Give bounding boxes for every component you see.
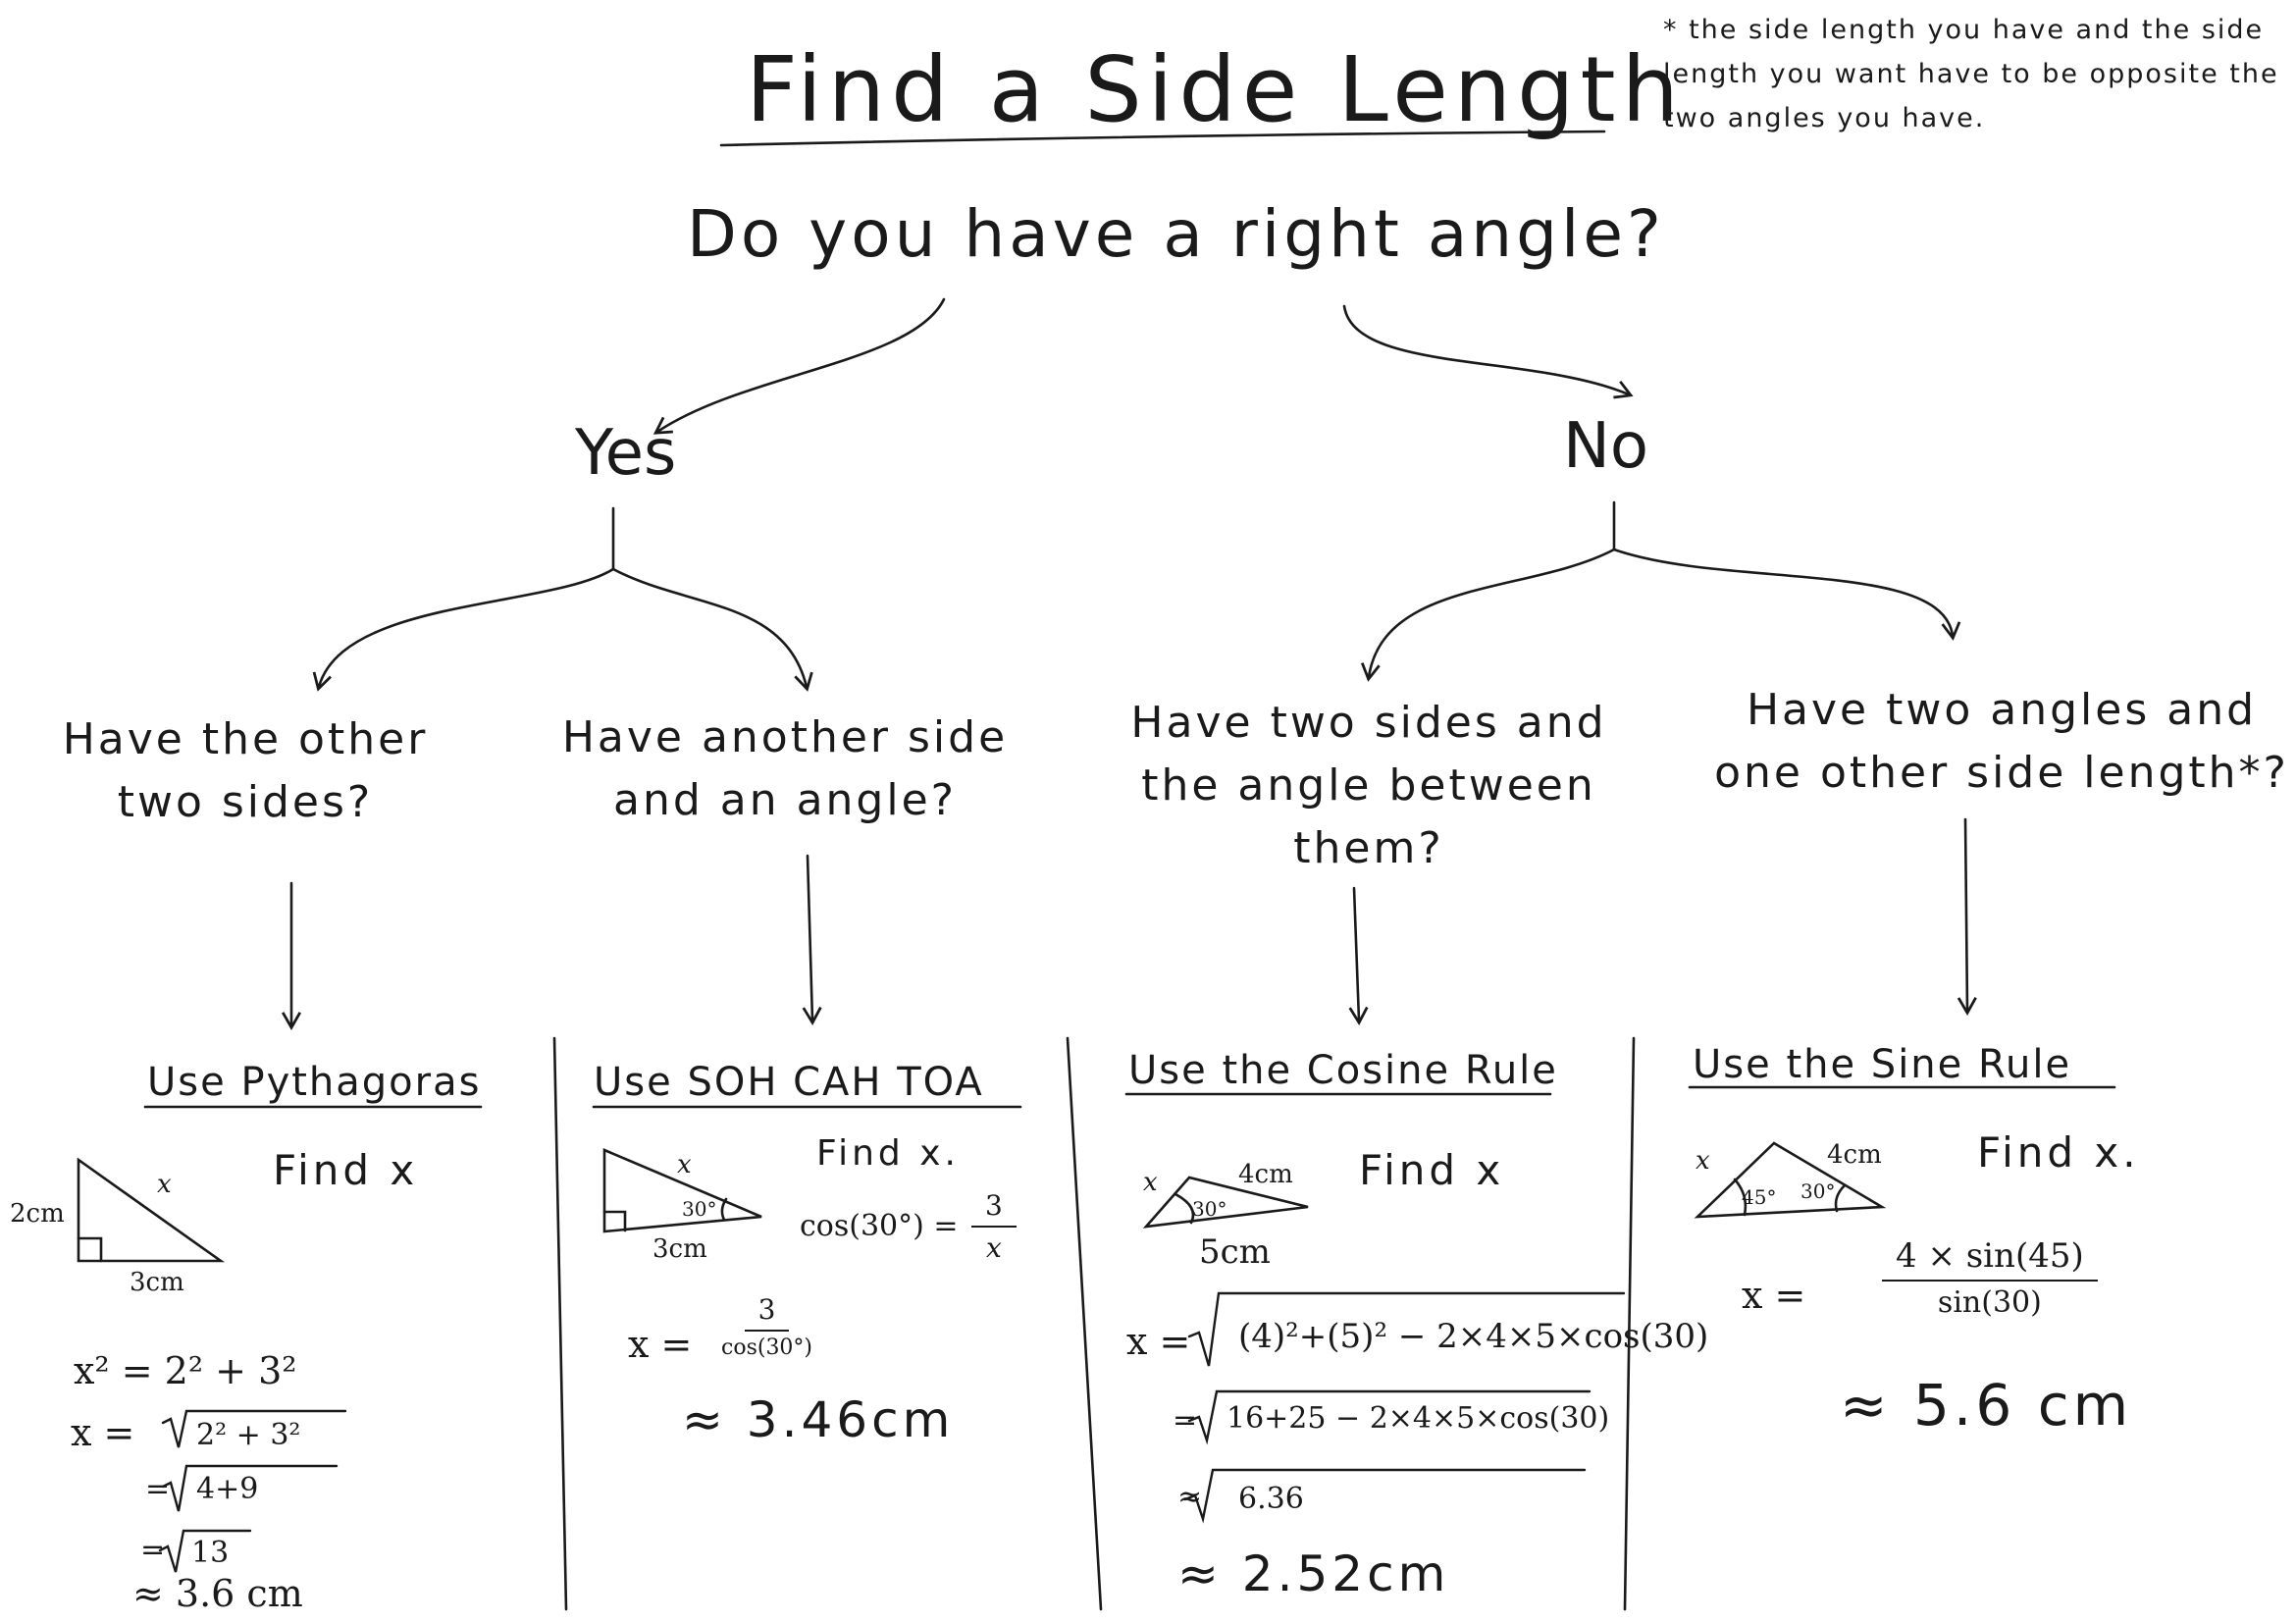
soh-working-denominator: cos(30°) xyxy=(721,1335,813,1360)
page-title: Find a Side Length xyxy=(746,37,1685,142)
angle-arc-3 xyxy=(1174,1192,1195,1225)
radical-cosine-3 xyxy=(1183,1468,1587,1524)
label-sohcahtoa-3cm: 3cm xyxy=(652,1234,707,1264)
pyth-step-3-radicand: 4+9 xyxy=(196,1472,259,1506)
cos-step-1-radicand: (4)²+(5)² − 2×4×5×cos(30) xyxy=(1238,1317,1709,1356)
pyth-step-4-radicand: 13 xyxy=(191,1536,230,1570)
arrow-to-pythagoras-condition xyxy=(312,567,615,692)
soh-working-numerator: 3 xyxy=(744,1293,790,1332)
radical-pyth-3 xyxy=(158,1529,252,1573)
label-sine-angle-30: 30° xyxy=(1800,1179,1836,1203)
sine-working-denominator: sin(30) xyxy=(1937,1285,2042,1320)
title-underline xyxy=(719,130,1606,147)
condition-sine: Have two angles and one other side lengt… xyxy=(1714,685,2289,798)
radical-cosine-1 xyxy=(1187,1291,1626,1367)
cos-step-3-eq: ≈ xyxy=(1177,1480,1203,1514)
radical-pyth-1 xyxy=(161,1409,347,1448)
arrow-to-no xyxy=(1342,304,1634,399)
answer-no: No xyxy=(1563,410,1649,483)
equation-cos-fraction: 3 x xyxy=(971,1189,1017,1264)
soh-working-fraction: 3 cos(30°) xyxy=(721,1293,812,1360)
arrow-to-sohcahtoa-method xyxy=(802,854,822,1025)
condition-sohcahtoa: Have another side and an angle? xyxy=(561,712,1009,825)
right-angle-mark-2 xyxy=(602,1210,627,1232)
triangle-cosine xyxy=(1142,1176,1309,1229)
main-question: Do you have a right angle? xyxy=(687,196,1665,272)
label-hypotenuse-x: x xyxy=(157,1170,172,1199)
triangle-pythagoras xyxy=(77,1157,226,1263)
right-angle-mark-1 xyxy=(77,1236,103,1263)
label-cosine-x: x xyxy=(1143,1168,1158,1197)
equation-cos-denominator: x xyxy=(986,1231,1002,1264)
label-sine-x: x xyxy=(1696,1146,1710,1176)
equation-cos-numerator: 3 xyxy=(971,1189,1017,1228)
task-cosine: Find x xyxy=(1359,1146,1505,1194)
column-divider-3 xyxy=(1623,1036,1636,1611)
footnote: * the side length you have and the side … xyxy=(1663,15,2279,133)
label-cosine-angle: 30° xyxy=(1192,1197,1227,1221)
cos-step-1-lhs: x = xyxy=(1126,1320,1191,1363)
sine-working-fraction: 4 × sin(45) sin(30) xyxy=(1882,1236,2098,1320)
label-side-2cm: 2cm xyxy=(10,1199,65,1229)
pyth-step-2-lhs: x = xyxy=(71,1411,135,1454)
arrow-to-cosine-method xyxy=(1348,886,1369,1025)
sine-working-lhs: x = xyxy=(1742,1274,1806,1317)
task-sine: Find x. xyxy=(1977,1128,2140,1177)
cos-step-2-eq: = xyxy=(1173,1403,1198,1438)
label-sine-angle-45: 45° xyxy=(1742,1185,1777,1209)
pyth-step-3-eq: = xyxy=(145,1472,171,1506)
arrow-to-sine-method xyxy=(1957,817,1977,1016)
column-divider-1 xyxy=(552,1036,568,1611)
label-sohcahtoa-x: x xyxy=(677,1150,692,1179)
equation-cos-lhs: cos(30°) = xyxy=(800,1209,959,1243)
label-sine-4cm: 4cm xyxy=(1827,1140,1882,1170)
condition-cosine: Have two sides and the angle between the… xyxy=(1130,698,1607,873)
soh-result: ≈ 3.46cm xyxy=(682,1391,955,1448)
cos-step-2-radicand: 16+25 − 2×4×5×cos(30) xyxy=(1226,1401,1610,1436)
label-side-3cm: 3cm xyxy=(130,1268,184,1297)
column-divider-2 xyxy=(1066,1036,1103,1611)
sine-working-numerator: 4 × sin(45) xyxy=(1882,1236,2098,1282)
cos-step-3-radicand: 6.36 xyxy=(1238,1482,1304,1516)
answer-yes: Yes xyxy=(575,417,677,490)
radical-cosine-2 xyxy=(1187,1389,1592,1445)
task-sohcahtoa: Find x. xyxy=(816,1133,960,1174)
arrow-to-sohcahtoa-condition xyxy=(611,567,813,692)
pyth-step-4-eq: = xyxy=(140,1533,166,1567)
condition-pythagoras: Have the other two sides? xyxy=(62,714,429,827)
arrow-to-sine-condition xyxy=(1612,548,1961,641)
angle-arc-2 xyxy=(720,1197,728,1222)
soh-working-lhs: x = xyxy=(628,1323,693,1366)
task-pythagoras: Find x xyxy=(273,1146,419,1194)
method-sine: Use the Sine Rule xyxy=(1693,1042,2072,1087)
pyth-step-2-radicand: 2² + 3² xyxy=(196,1418,301,1452)
radical-pyth-2 xyxy=(161,1464,339,1512)
method-sohcahtoa: Use SOH CAH TOA xyxy=(594,1060,984,1105)
arrow-to-yes xyxy=(652,297,946,435)
label-cosine-4cm: 4cm xyxy=(1238,1160,1293,1189)
angle-arc-4b xyxy=(1834,1183,1847,1213)
cos-result: ≈ 2.52cm xyxy=(1177,1545,1450,1602)
method-pythagoras: Use Pythagoras xyxy=(147,1060,482,1105)
label-sohcahtoa-angle: 30° xyxy=(682,1197,717,1221)
arrow-to-cosine-condition xyxy=(1360,548,1616,682)
method-cosine: Use the Cosine Rule xyxy=(1128,1048,1558,1093)
label-cosine-5cm: 5cm xyxy=(1199,1232,1271,1272)
angle-arc-4a xyxy=(1733,1178,1748,1217)
triangle-sohcahtoa xyxy=(602,1148,762,1233)
pyth-result: ≈ 3.6 cm xyxy=(132,1572,303,1615)
sine-result: ≈ 5.6 cm xyxy=(1840,1372,2133,1439)
pyth-step-1: x² = 2² + 3² xyxy=(74,1349,297,1392)
